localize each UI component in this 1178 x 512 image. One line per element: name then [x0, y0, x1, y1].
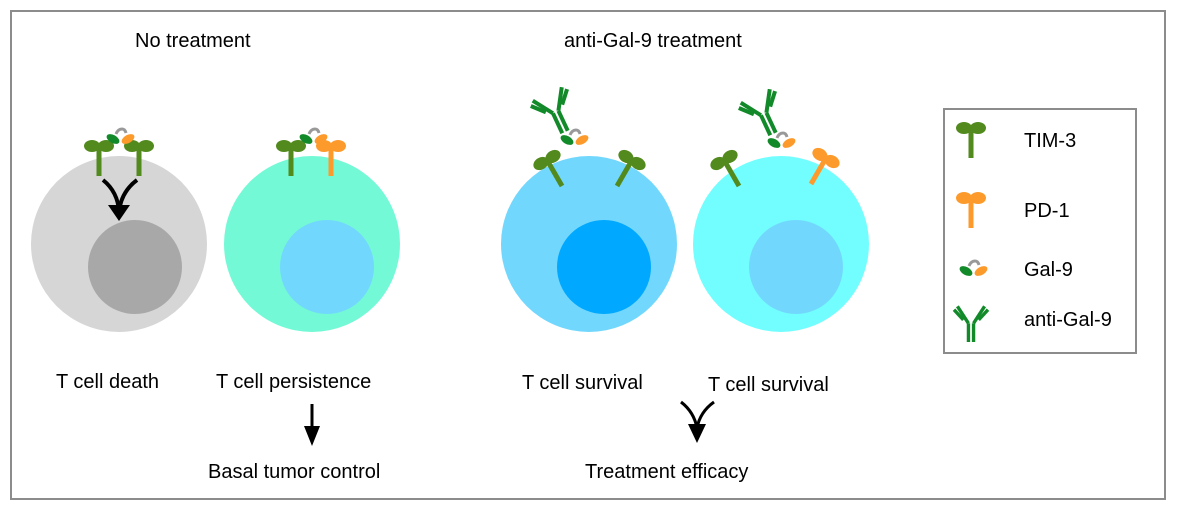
cell-nucleus	[280, 220, 374, 314]
cell-label: T cell death	[56, 371, 160, 393]
legend-label-pd1: PD-1	[1024, 200, 1070, 222]
cell-label: T cell survival	[522, 372, 643, 394]
outcome-treatment-efficacy: Treatment efficacy	[585, 461, 749, 483]
legend: TIM-3 PD-1 Gal-9 anti-Gal-9	[943, 108, 1137, 354]
gal9-icon	[764, 131, 799, 152]
cell-t-cell-persistence	[224, 127, 400, 332]
cell-nucleus	[749, 220, 843, 314]
down-arrow-icon	[304, 404, 320, 446]
panel-title-no-treatment: No treatment	[135, 30, 251, 52]
cell-t-cell-survival-2	[693, 85, 869, 332]
pd1-receptor-icon	[956, 192, 986, 228]
cell-nucleus	[88, 220, 182, 314]
gal9-icon	[956, 259, 991, 280]
cell-nucleus	[557, 220, 651, 314]
legend-label-tim3: TIM-3	[1024, 130, 1077, 152]
antibody-icon	[952, 304, 990, 344]
cell-t-cell-survival-1	[501, 83, 677, 332]
antibody-icon	[527, 83, 586, 143]
converging-arrow-icon	[101, 178, 139, 221]
legend-label-gal9: Gal-9	[1024, 259, 1073, 281]
cell-label: T cell persistence	[216, 371, 372, 393]
outcome-basal-tumor-control: Basal tumor control	[208, 461, 381, 483]
tim3-receptor-icon	[956, 122, 986, 158]
panel-title-anti-gal9: anti-Gal-9 treatment	[564, 30, 742, 52]
figure-frame	[10, 10, 1166, 500]
converging-arrow-icon	[680, 400, 715, 443]
legend-label-anti-gal9: anti-Gal-9	[1024, 309, 1112, 331]
cell-t-cell-death	[31, 127, 207, 332]
cell-label: T cell survival	[708, 374, 829, 396]
